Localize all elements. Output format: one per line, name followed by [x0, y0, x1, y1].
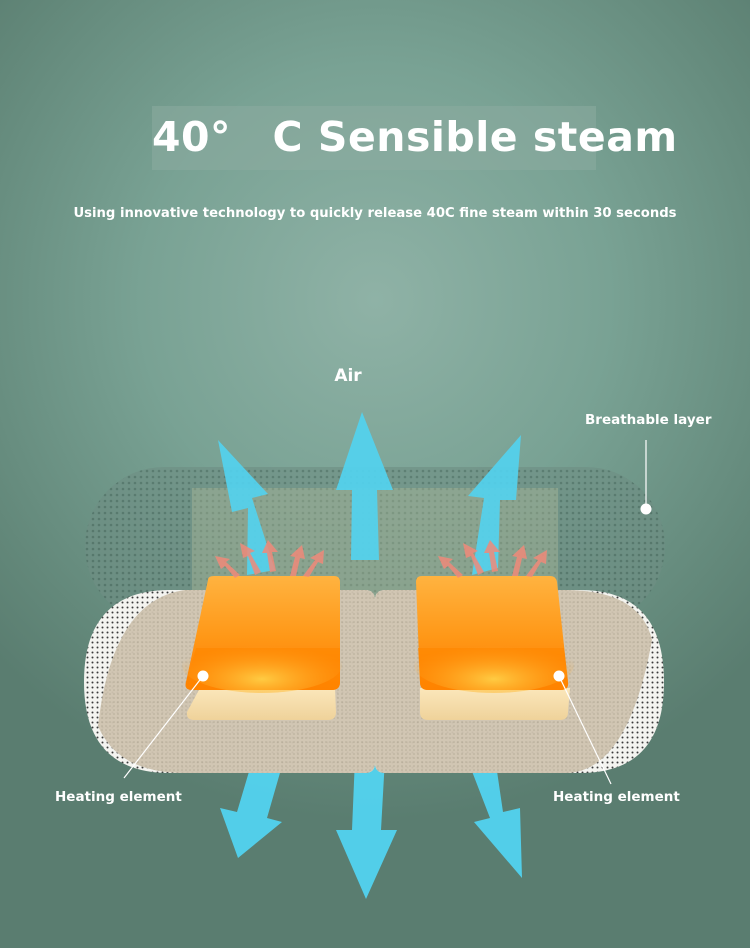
heating-element-left-label: Heating element — [55, 789, 182, 805]
arrow-down-left — [220, 748, 286, 858]
arrow-up-center — [336, 412, 393, 560]
arrow-up-left — [218, 440, 275, 575]
breathable-leader — [640, 440, 652, 515]
heating-element-right — [414, 576, 574, 693]
arrow-up-right — [468, 435, 521, 575]
heater-base-left — [186, 688, 336, 720]
heating-element-left — [182, 576, 342, 693]
page-title: 40° C Sensible steam — [152, 113, 678, 161]
title-backdrop — [152, 106, 596, 170]
breathable-layer-label: Breathable layer — [585, 412, 712, 428]
arrow-down-center — [336, 758, 397, 899]
heating-left-leader — [123, 670, 209, 779]
arrow-down-right — [463, 744, 522, 878]
heating-element-right-label: Heating element — [553, 789, 680, 805]
heat-rays-right — [438, 540, 547, 578]
air-label: Air — [334, 366, 362, 386]
heat-rays-left — [215, 540, 324, 578]
fabric-pad — [84, 590, 664, 773]
page-subtitle: Using innovative technology to quickly r… — [73, 206, 677, 221]
heating-right-leader — [553, 670, 612, 785]
heater-base-right — [420, 688, 570, 720]
